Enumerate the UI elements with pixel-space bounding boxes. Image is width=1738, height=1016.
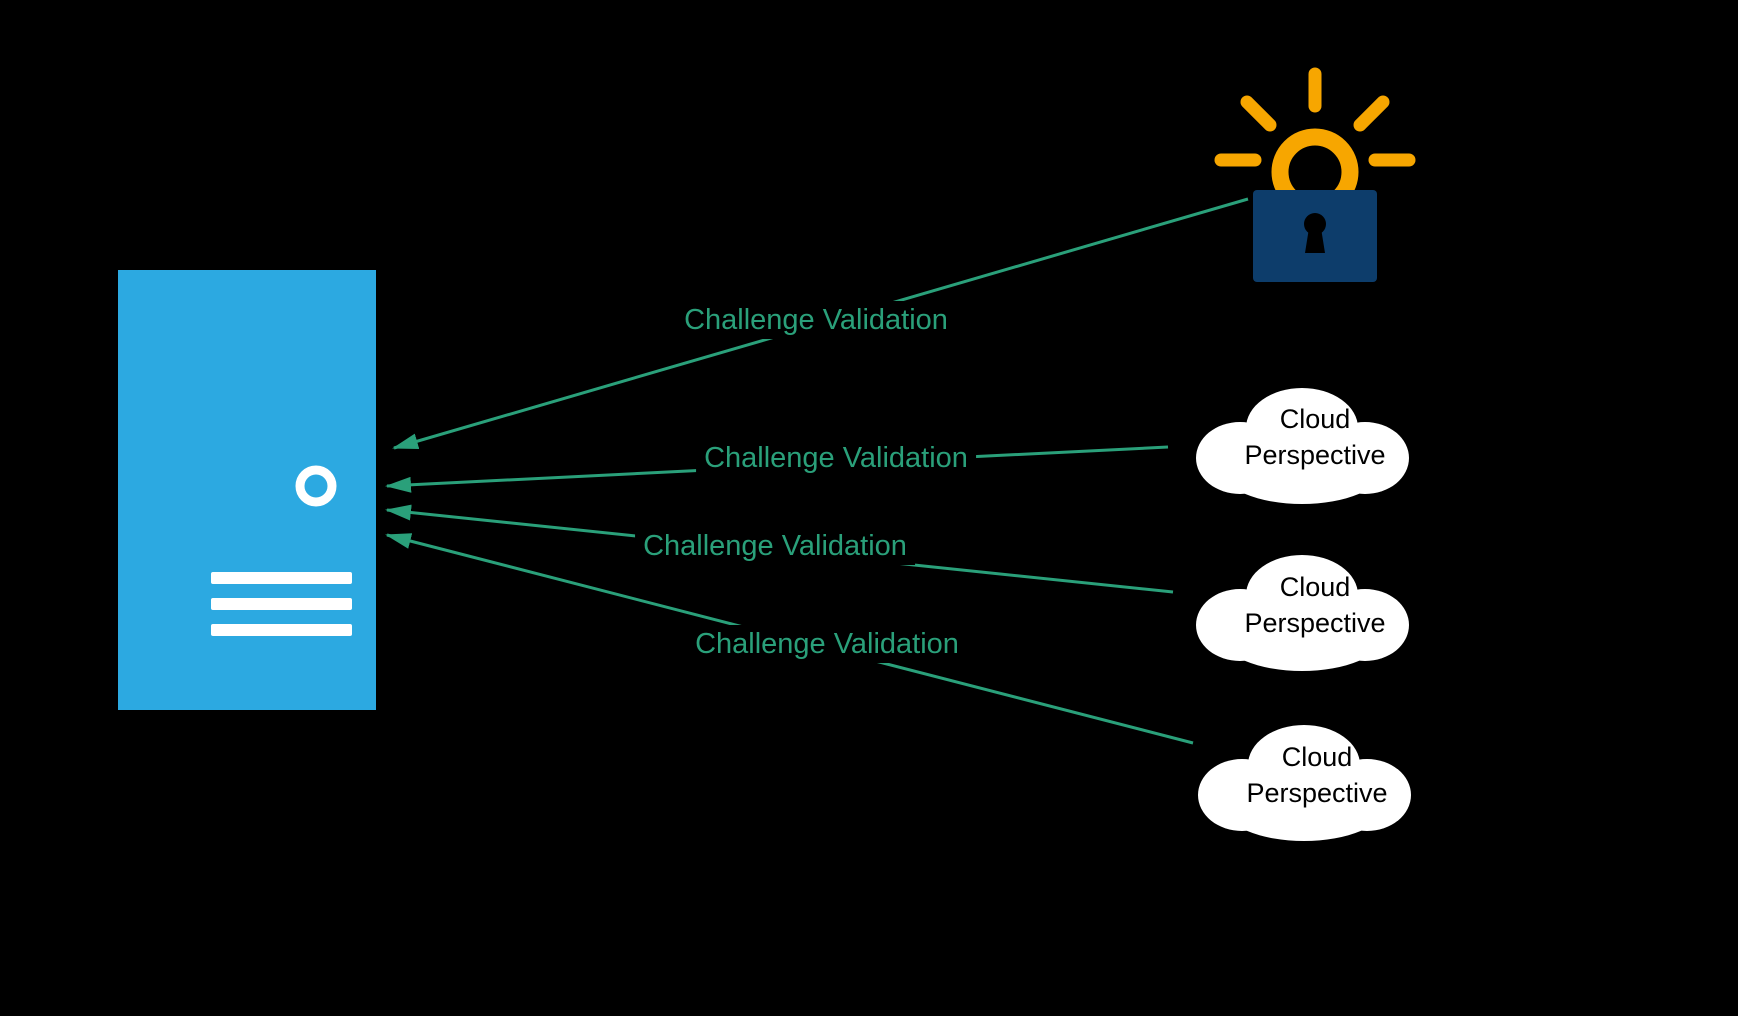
lock-icon: [1214, 67, 1416, 282]
server-body: [118, 270, 376, 710]
server-power-button-icon: [295, 465, 337, 507]
cloud-label-1: Cloud Perspective: [1244, 404, 1386, 470]
lock-keyhole-icon: [1304, 213, 1326, 253]
edge-label-2: Challenge Validation: [696, 439, 976, 477]
lock-glow-rays-icon: [1214, 67, 1416, 167]
cloud-shape-3: [1198, 725, 1411, 841]
edge-label-1: Challenge Validation: [676, 301, 956, 339]
cloud-shape-2: [1196, 555, 1409, 671]
cloud-label-3: Cloud Perspective: [1246, 742, 1388, 808]
server-icon: [118, 270, 376, 710]
edge-label-4: Challenge Validation: [687, 625, 967, 663]
cloud-label-2: Cloud Perspective: [1244, 572, 1386, 638]
server-vents-icon: [211, 572, 352, 636]
edge-label-3: Challenge Validation: [635, 527, 915, 565]
cloud-shape-1: [1196, 388, 1409, 504]
cloud-shapes: [1196, 388, 1411, 841]
